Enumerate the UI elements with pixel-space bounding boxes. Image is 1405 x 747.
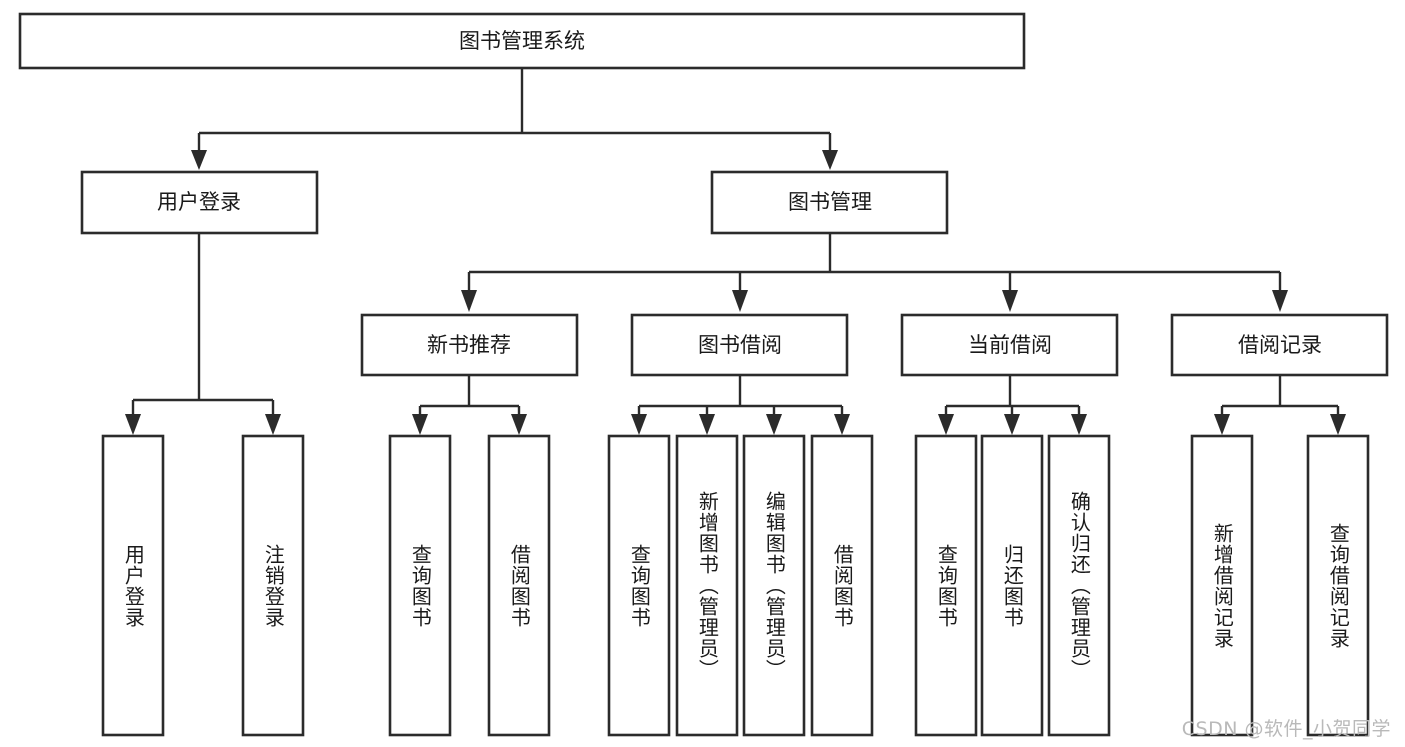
leaf-box-borrow-book-1[interactable] xyxy=(487,434,551,737)
leaf-boxes-current-borrow xyxy=(914,434,1111,737)
leaf-label-user-login: 用户登录 xyxy=(121,543,146,628)
node-borrow-record[interactable]: 借阅记录 xyxy=(1170,313,1389,377)
arrowhead-borrowrecord-add xyxy=(1214,414,1230,435)
leaf-label-query-book-1: 查询图书 xyxy=(408,543,433,628)
connectors-newbook-to-leaves xyxy=(412,375,527,435)
borrow-record-box[interactable] xyxy=(1170,313,1389,377)
arrowhead-leaf-user-login xyxy=(125,414,141,435)
leaf-box-add-record[interactable] xyxy=(1190,434,1254,737)
book-manage-label: 图书管理 xyxy=(788,190,872,214)
arrowhead-currentborrow-confirm xyxy=(1071,414,1087,435)
leaf-box-confirm-return[interactable] xyxy=(1047,434,1111,737)
arrowhead-book-manage xyxy=(822,150,838,170)
leaf-label-query-record: 查询借阅记录 xyxy=(1326,522,1351,649)
leaf-boxes-borrow-record xyxy=(1190,434,1370,737)
leaf-label-edit-book: 编辑图书（管理员） xyxy=(762,491,787,680)
leaf-box-query-book-1[interactable] xyxy=(388,434,452,737)
node-new-book-recommend[interactable]: 新书推荐 xyxy=(360,313,579,377)
node-book-manage[interactable]: 图书管理 xyxy=(710,170,949,235)
arrowhead-leaf-logout xyxy=(265,414,281,435)
leaf-label-return-book: 归还图书 xyxy=(1000,543,1025,628)
arrowhead-bookborrow-query xyxy=(631,414,647,435)
node-book-borrow[interactable]: 图书借阅 xyxy=(630,313,849,377)
arrowhead-borrow-record xyxy=(1272,290,1288,312)
borrow-record-label: 借阅记录 xyxy=(1238,333,1322,357)
connectors-borrowrecord-to-leaves xyxy=(1214,375,1346,435)
leaf-label-query-book-3: 查询图书 xyxy=(934,543,959,628)
user-login-label: 用户登录 xyxy=(157,190,241,214)
leaf-box-user-login[interactable] xyxy=(101,434,165,737)
leaf-label-add-book: 新增图书（管理员） xyxy=(695,491,720,680)
arrowhead-newbook-borrow xyxy=(511,414,527,435)
arrowhead-borrowrecord-query xyxy=(1330,414,1346,435)
node-root[interactable]: 图书管理系统 xyxy=(18,12,1026,70)
leaf-boxes-new-book-recommend xyxy=(388,434,551,737)
leaf-label-borrow-book-1: 借阅图书 xyxy=(507,543,532,628)
arrowhead-bookborrow-borrow xyxy=(834,414,850,435)
leaf-label-borrow-book-2: 借阅图书 xyxy=(830,543,855,628)
root-box[interactable] xyxy=(18,12,1026,70)
leaf-box-query-book-3[interactable] xyxy=(914,434,978,737)
current-borrow-label: 当前借阅 xyxy=(968,333,1052,357)
arrowhead-book-borrow xyxy=(732,290,748,312)
leaf-box-query-book-2[interactable] xyxy=(607,434,671,737)
connectors-bookmanage-to-level3 xyxy=(461,233,1288,312)
arrowhead-currentborrow-return xyxy=(1004,414,1020,435)
arrowhead-bookborrow-add xyxy=(699,414,715,435)
leaf-box-borrow-book-2[interactable] xyxy=(810,434,874,737)
leaf-box-return-book[interactable] xyxy=(980,434,1044,737)
leaf-label-confirm-return: 确认归还（管理员） xyxy=(1067,491,1092,680)
arrowhead-user-login xyxy=(191,150,207,170)
leaf-boxes-user-login xyxy=(101,434,305,737)
leaf-box-edit-book[interactable] xyxy=(742,434,806,737)
arrowhead-bookborrow-edit xyxy=(766,414,782,435)
node-current-borrow[interactable]: 当前借阅 xyxy=(900,313,1119,377)
book-borrow-box[interactable] xyxy=(630,313,849,377)
new-book-recommend-label: 新书推荐 xyxy=(427,333,511,357)
connectors-root-to-level2 xyxy=(191,68,838,170)
book-borrow-label: 图书借阅 xyxy=(698,333,782,357)
connectors-bookborrow-to-leaves xyxy=(631,375,850,435)
leaf-box-logout[interactable] xyxy=(241,434,305,737)
current-borrow-box[interactable] xyxy=(900,313,1119,377)
leaf-label-logout: 注销登录 xyxy=(261,543,286,628)
user-login-box[interactable] xyxy=(80,170,319,235)
leaf-label-add-record: 新增借阅记录 xyxy=(1210,522,1235,649)
new-book-recommend-box[interactable] xyxy=(360,313,579,377)
arrowhead-currentborrow-query xyxy=(938,414,954,435)
connectors-currentborrow-to-leaves xyxy=(938,375,1087,435)
arrowhead-new-book xyxy=(461,290,477,312)
book-manage-box[interactable] xyxy=(710,170,949,235)
connectors-userlogin-to-leaves xyxy=(125,233,281,435)
root-label: 图书管理系统 xyxy=(459,29,585,53)
node-user-login[interactable]: 用户登录 xyxy=(80,170,319,235)
arrowhead-current-borrow xyxy=(1002,290,1018,312)
leaf-label-query-book-2: 查询图书 xyxy=(627,543,652,628)
leaf-box-query-record[interactable] xyxy=(1306,434,1370,737)
leaf-boxes-book-borrow xyxy=(607,434,874,737)
arrowhead-newbook-query xyxy=(412,414,428,435)
leaf-box-add-book[interactable] xyxy=(675,434,739,737)
